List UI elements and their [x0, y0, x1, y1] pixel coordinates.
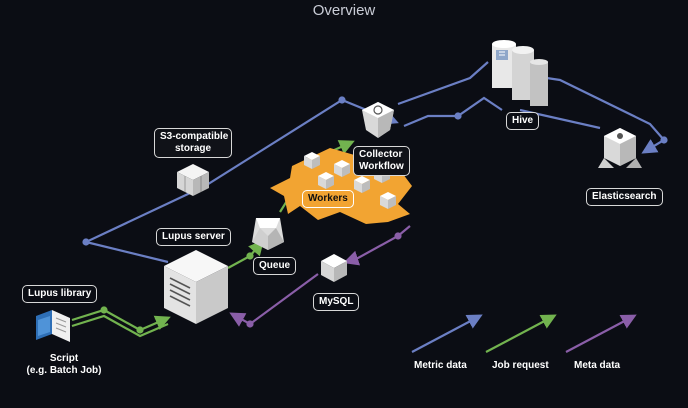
- elasticsearch-icon: [598, 128, 642, 168]
- worker-cube-3: [334, 160, 350, 177]
- lupus-server-icon: [164, 250, 228, 324]
- collector-workflow-icon: [362, 102, 394, 138]
- script-icon: [36, 310, 70, 342]
- script-label-line1: Script: [49, 353, 79, 364]
- legend-meta-arrow: [565, 314, 637, 353]
- job-line-script-to-server: [71, 308, 171, 332]
- metric-line-collector-to-hive: [397, 61, 489, 106]
- meta-data-flow: [229, 225, 411, 328]
- collector-label-line1: Collector: [359, 149, 403, 160]
- legend-meta-label: Meta data: [574, 360, 621, 371]
- collector-workflow-label: Collector Workflow: [353, 146, 410, 176]
- hive-icon: [492, 40, 548, 106]
- legend-arrows: [411, 314, 637, 353]
- s3-storage-label-line2: storage: [174, 143, 212, 154]
- hive-label: Hive: [506, 112, 540, 130]
- lupus-server-label: Lupus server: [156, 228, 231, 246]
- mysql-icon: [321, 254, 347, 282]
- lupus-library-label: Lupus library: [22, 285, 98, 303]
- workers-label: Workers: [302, 190, 354, 208]
- s3-storage-label: S3-compatible storage: [154, 128, 232, 158]
- s3-storage-label-line1: S3-compatible: [160, 131, 229, 142]
- meta-line-workers-to-mysql: [343, 225, 411, 266]
- worker-cube-1: [304, 152, 320, 169]
- legend-job-label: Job request: [492, 360, 549, 371]
- page-title: Overview: [312, 2, 376, 19]
- legend-metric-label: Metric data: [414, 360, 467, 371]
- legend-metric-arrow: [411, 314, 483, 353]
- s3-storage-icon: [177, 164, 209, 196]
- queue-label: Queue: [253, 257, 297, 275]
- job-line-script-to-server-2: [71, 314, 169, 338]
- mysql-label: MySQL: [313, 293, 360, 311]
- metric-line-collector-hive-2: [403, 96, 503, 128]
- worker-cube-4: [354, 176, 370, 193]
- worker-cube-2: [318, 172, 334, 189]
- script-label: Script (e.g. Batch Job): [14, 353, 114, 377]
- legend-job-arrow: [485, 314, 557, 353]
- collector-label-line2: Workflow: [359, 161, 404, 172]
- queue-icon: [252, 218, 284, 250]
- elasticsearch-label: Elasticsearch: [586, 188, 663, 206]
- script-label-line2: (e.g. Batch Job): [26, 365, 102, 376]
- worker-cube-6: [380, 192, 396, 209]
- meta-line-mysql-to-server: [229, 273, 319, 327]
